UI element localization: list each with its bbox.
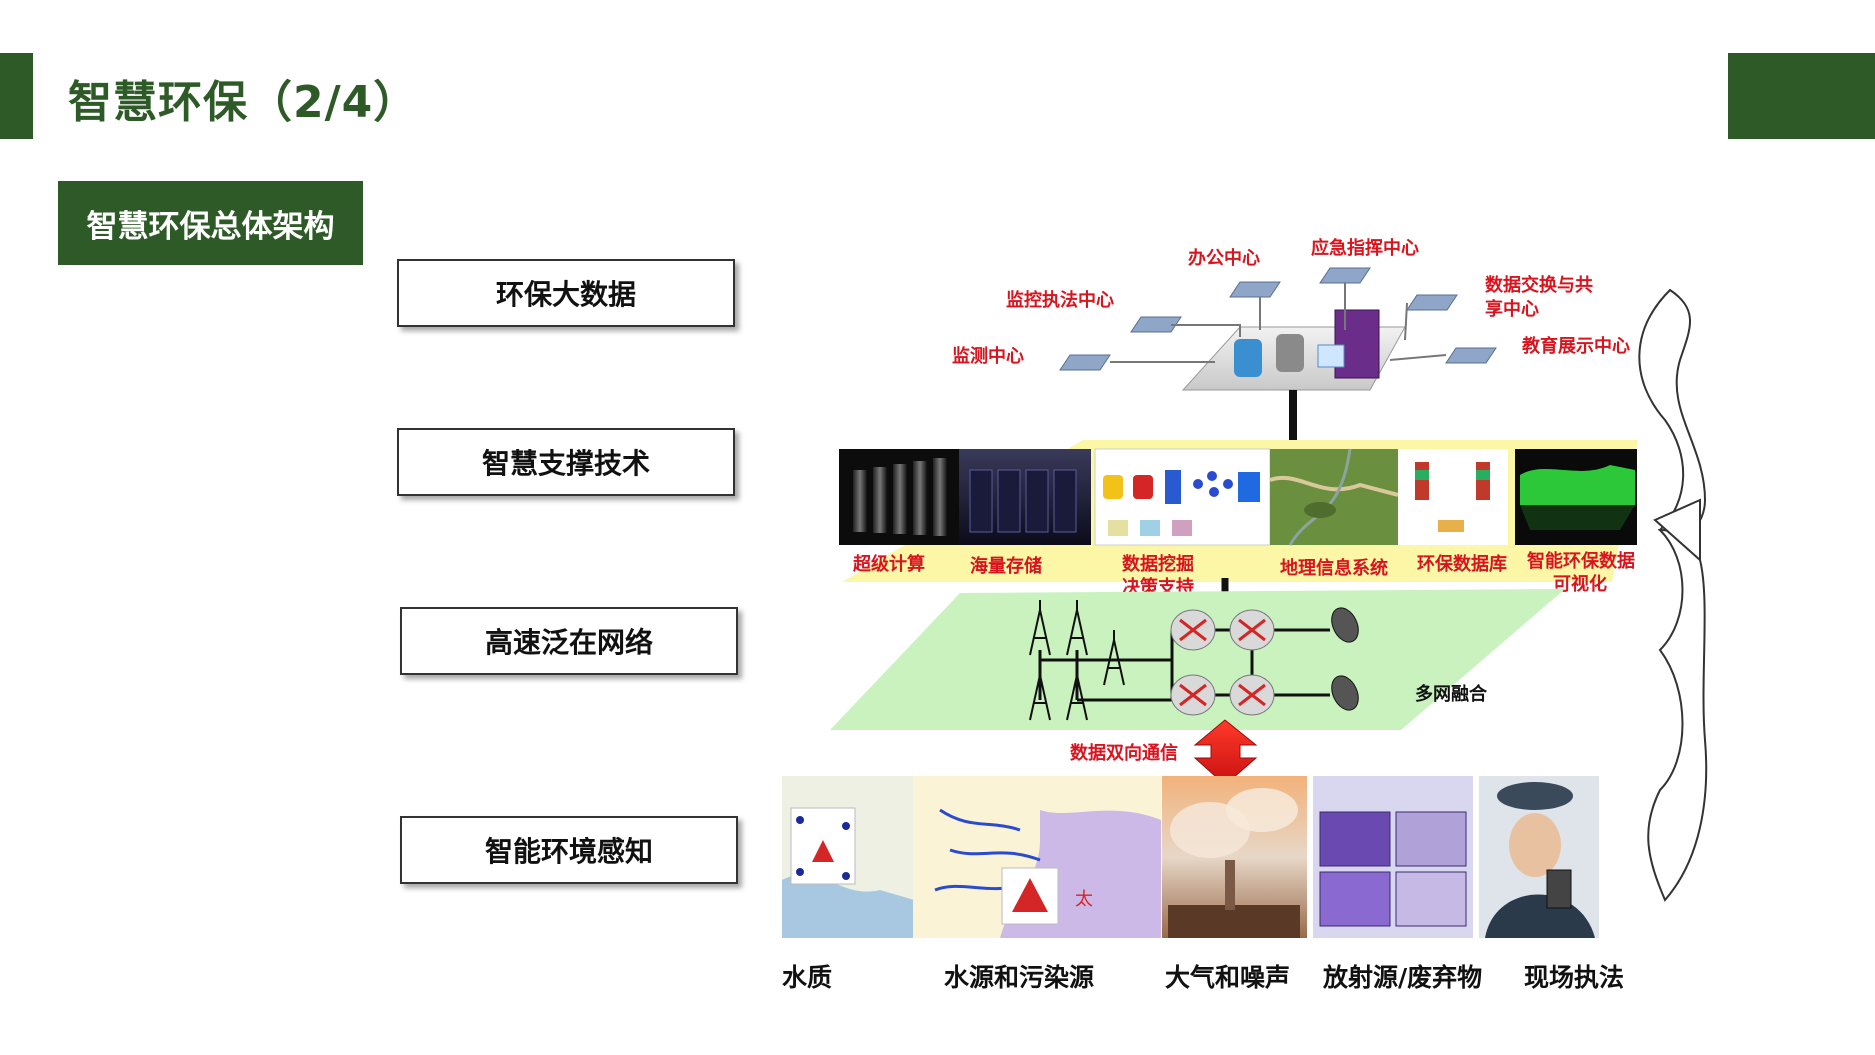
support-tech-image-supercomputer — [839, 449, 959, 545]
node-label-education: 教育展示中心 — [1522, 335, 1630, 357]
sensing-caption-pollution-source: 水源和污染源 — [944, 963, 1094, 992]
sensing-caption-water-quality: 水质 — [782, 963, 832, 992]
tech-label-storage: 海量存储 — [970, 555, 1042, 577]
sensing-image-waste-tanks — [1313, 776, 1473, 938]
support-tech-image-3d-visualization — [1515, 449, 1637, 545]
sensing-caption-radiation-waste: 放射源/废弃物 — [1322, 963, 1482, 992]
node-label-office: 办公中心 — [1188, 247, 1260, 269]
big-data-platform — [1183, 310, 1405, 445]
tech-label-supercomputing: 超级计算 — [853, 553, 925, 575]
sensing-caption-air-noise: 大气和噪声 — [1165, 963, 1290, 992]
monitor-icon — [1318, 345, 1344, 367]
support-tech-image-gis-map — [1270, 449, 1398, 545]
tech-label-gis: 地理信息系统 — [1280, 557, 1388, 579]
tech-label-database: 环保数据库 — [1417, 553, 1507, 575]
server-tower-icon — [1335, 310, 1379, 378]
node-label-enforcement: 监控执法中心 — [1006, 289, 1114, 311]
sensing-image-officer — [1479, 776, 1599, 938]
tech-label-visualization-line1: 智能环保数据 — [1527, 550, 1635, 572]
sensing-image-water-quality — [782, 776, 914, 938]
right-brace-arrows — [1639, 290, 1706, 900]
tech-label-data-mining-line1: 数据挖掘 — [1122, 553, 1194, 575]
support-tech-image-storage — [959, 449, 1091, 545]
sensing-image-pollution-map: 太 — [913, 776, 1161, 938]
database-icon — [1234, 339, 1262, 377]
support-tech-image-database — [1398, 449, 1508, 545]
node-label-exchange-line1: 数据交换与共 — [1485, 274, 1593, 296]
comm-label: 数据双向通信 — [1070, 742, 1178, 764]
support-tech-image-data-mining — [1095, 449, 1270, 545]
sensing-caption-field-enforcement: 现场执法 — [1524, 963, 1624, 992]
storage-icon — [1276, 334, 1304, 372]
node-label-exchange-line2: 享中心 — [1485, 298, 1539, 320]
node-label-emergency: 应急指挥中心 — [1311, 237, 1419, 259]
map-lake-label: 太 — [1075, 889, 1093, 910]
node-label-monitor: 监测中心 — [952, 345, 1024, 367]
sensing-image-smokestack — [1162, 776, 1307, 938]
network-fusion-label: 多网融合 — [1415, 683, 1488, 705]
